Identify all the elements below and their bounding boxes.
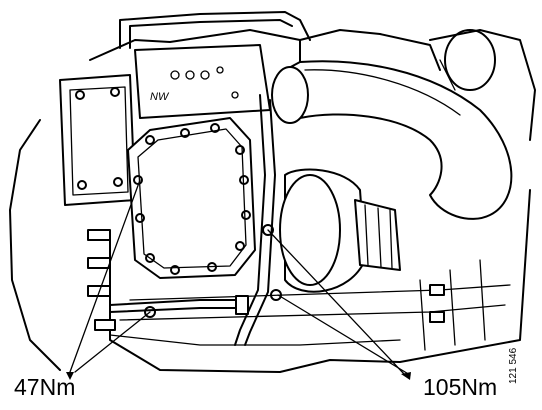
leader-lines — [66, 179, 411, 380]
leader-105nm-b — [277, 294, 411, 376]
torque-label-105nm: 105Nm — [423, 374, 498, 400]
leader-47nm-b — [74, 311, 151, 373]
turbo-outlet-pipe — [271, 60, 513, 220]
turbocharger — [279, 168, 401, 293]
leader-47nm-a — [69, 179, 141, 373]
figure-reference-number: 121 546 — [508, 347, 519, 384]
oil-pipe — [109, 94, 276, 346]
front-housing — [59, 74, 136, 206]
intake-hose — [429, 29, 536, 141]
cover-plate — [127, 117, 256, 279]
upper-block-face — [134, 44, 271, 119]
torque-label-47nm: 47Nm — [14, 374, 76, 400]
top-pipe — [119, 11, 441, 71]
cover-marking-nw: NW — [150, 91, 170, 103]
leader-105nm-a — [267, 229, 406, 376]
